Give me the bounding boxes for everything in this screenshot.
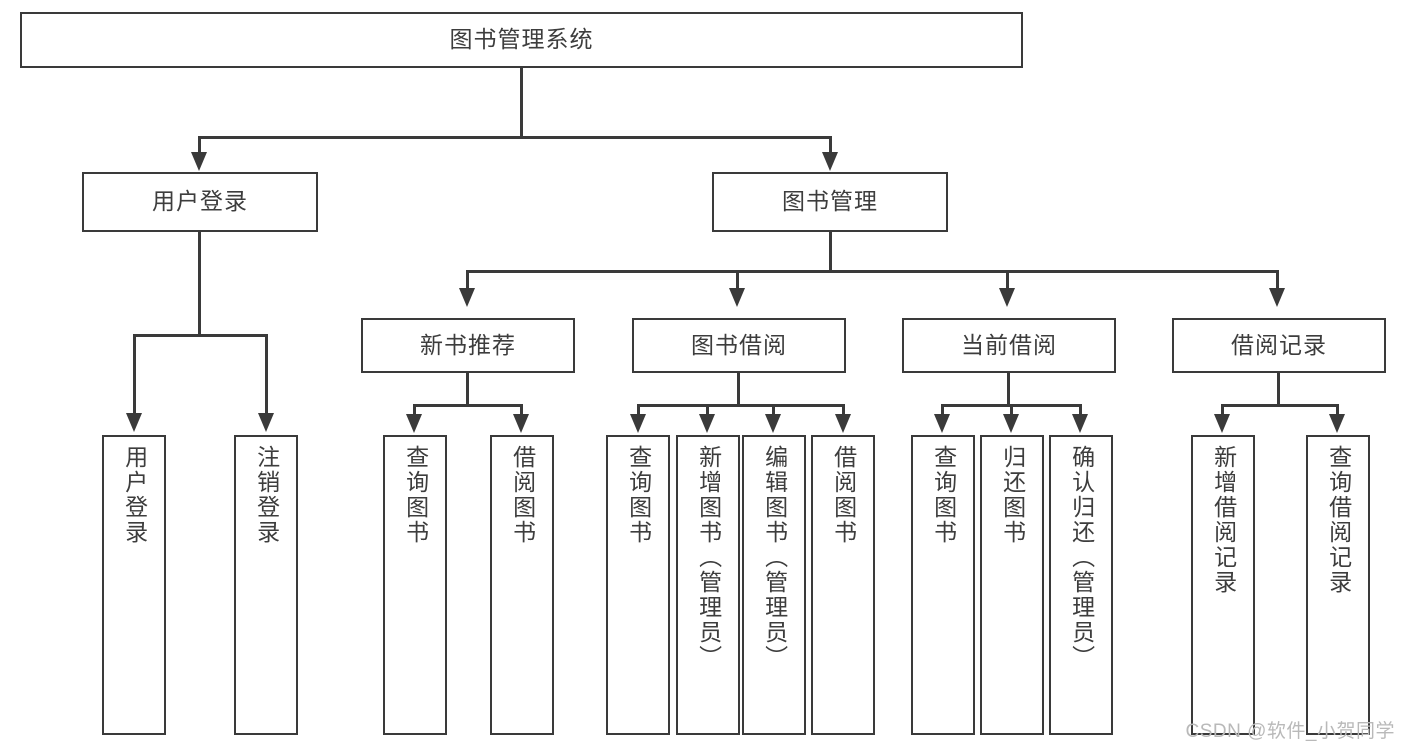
node-label: 借阅记录 [1231,331,1327,358]
leaf-label: 确认归还（管理员） [1068,445,1095,670]
arrowhead-user-login-leaf-1 [126,413,142,432]
connector-user-login-bar [133,334,268,337]
leaf-add-book[interactable]: 新增图书（管理员） [676,435,740,735]
leaf-label: 查询借阅记录 [1325,445,1352,595]
arrowhead-bm-to-book-borrow [729,288,745,307]
arrowhead-root-to-user-login [191,152,207,171]
arrowhead-bb-leaf-4 [835,414,851,433]
node-label: 图书管理 [782,188,878,215]
arrowhead-bb-leaf-3 [765,414,781,433]
arrowhead-cb-leaf-1 [934,414,950,433]
node-label: 图书借阅 [691,331,787,358]
connector-user-login-drop-1 [133,334,136,416]
connector-root-to-book-manage [829,136,832,155]
leaf-label: 用户登录 [121,445,148,545]
leaf-add-record[interactable]: 新增借阅记录 [1191,435,1255,735]
connector-bb-drop-1 [637,404,640,418]
connector-nbr-bar [413,404,523,407]
leaf-query-book-1[interactable]: 查询图书 [383,435,447,735]
leaf-label: 注销登录 [253,445,280,545]
connector-br-stem [1277,373,1280,406]
connector-cb-drop-1 [941,404,944,418]
connector-br-drop-1 [1221,404,1224,418]
leaf-return-book[interactable]: 归还图书 [980,435,1044,735]
connector-bb-drop-3 [772,404,775,418]
connector-bb-drop-4 [842,404,845,418]
leaf-edit-book[interactable]: 编辑图书（管理员） [742,435,806,735]
node-root-system[interactable]: 图书管理系统 [20,12,1023,68]
arrowhead-cb-leaf-3 [1072,414,1088,433]
arrowhead-bb-leaf-1 [630,414,646,433]
leaf-label: 查询图书 [402,445,429,545]
leaf-user-login[interactable]: 用户登录 [102,435,166,735]
leaf-borrow-book-2[interactable]: 借阅图书 [811,435,875,735]
leaf-label: 借阅图书 [509,445,536,545]
connector-bb-bar [637,404,845,407]
connector-nbr-drop-2 [520,404,523,418]
connector-br-drop-2 [1336,404,1339,418]
node-current-borrow[interactable]: 当前借阅 [902,318,1116,373]
leaf-label: 归还图书 [999,445,1026,545]
node-user-login[interactable]: 用户登录 [82,172,318,232]
arrowhead-user-login-leaf-2 [258,413,274,432]
connector-bb-drop-2 [706,404,709,418]
arrowhead-nbr-leaf-2 [513,414,529,433]
arrowhead-bm-to-new-book-rec [459,288,475,307]
connector-nbr-stem [466,373,469,406]
node-label: 新书推荐 [420,331,516,358]
leaf-confirm-return[interactable]: 确认归还（管理员） [1049,435,1113,735]
leaf-label: 新增借阅记录 [1210,445,1237,595]
leaf-label: 借阅图书 [830,445,857,545]
connector-user-login-drop-2 [265,334,268,416]
arrowhead-bb-leaf-2 [699,414,715,433]
leaf-label: 查询图书 [930,445,957,545]
connector-bb-stem [737,373,740,406]
connector-root-stem [520,68,523,138]
leaf-query-book-3[interactable]: 查询图书 [911,435,975,735]
connector-bm-drop-3 [1006,270,1009,290]
arrowhead-bm-to-current-borrow [999,288,1015,307]
connector-cb-drop-3 [1079,404,1082,418]
arrowhead-bm-to-borrow-record [1269,288,1285,307]
arrowhead-nbr-leaf-1 [406,414,422,433]
node-borrow-record[interactable]: 借阅记录 [1172,318,1386,373]
leaf-label: 新增图书（管理员） [695,445,722,670]
connector-book-manage-stem [829,232,832,272]
node-book-borrow[interactable]: 图书借阅 [632,318,846,373]
leaf-label: 查询图书 [625,445,652,545]
node-label: 用户登录 [152,188,248,215]
node-label: 当前借阅 [961,331,1057,358]
connector-root-bar [198,136,832,139]
node-label: 图书管理系统 [449,26,594,53]
node-new-book-rec[interactable]: 新书推荐 [361,318,575,373]
arrowhead-br-leaf-2 [1329,414,1345,433]
connector-nbr-drop-1 [413,404,416,418]
leaf-borrow-book-1[interactable]: 借阅图书 [490,435,554,735]
arrowhead-cb-leaf-2 [1003,414,1019,433]
connector-root-to-user-login [198,136,201,155]
connector-book-manage-bar [466,270,1278,273]
connector-bm-drop-4 [1276,270,1279,290]
arrowhead-br-leaf-1 [1214,414,1230,433]
leaf-label: 编辑图书（管理员） [761,445,788,670]
connector-cb-drop-2 [1010,404,1013,418]
leaf-query-record[interactable]: 查询借阅记录 [1306,435,1370,735]
arrowhead-root-to-book-manage [822,152,838,171]
node-book-manage[interactable]: 图书管理 [712,172,948,232]
leaf-logout[interactable]: 注销登录 [234,435,298,735]
leaf-query-book-2[interactable]: 查询图书 [606,435,670,735]
connector-bm-drop-2 [736,270,739,290]
connector-user-login-stem [198,232,201,336]
connector-br-bar [1221,404,1339,407]
connector-cb-stem [1007,373,1010,406]
connector-bm-drop-1 [466,270,469,290]
